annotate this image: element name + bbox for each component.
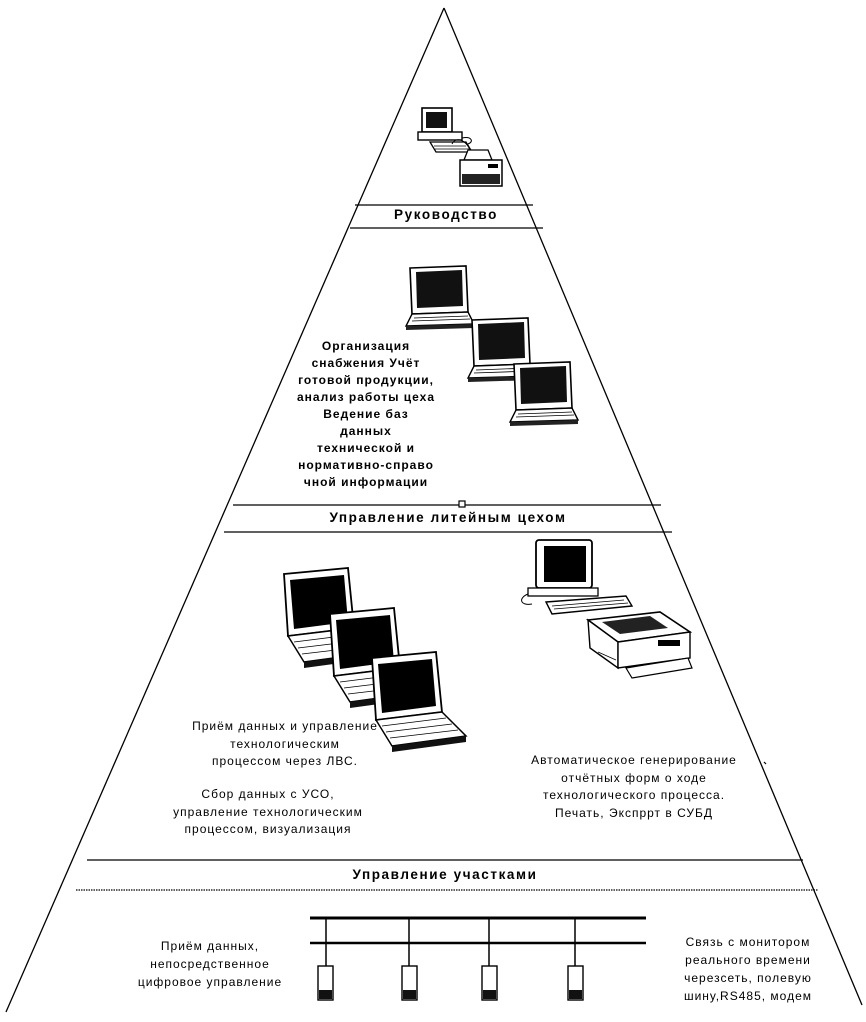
text-line: непосредственное <box>150 957 270 971</box>
text-line: анализ работы цеха <box>296 390 436 404</box>
level3-title: Управление участками <box>352 867 538 882</box>
printer-icon <box>451 139 503 187</box>
text-line: отчётных форм о ходе <box>561 770 707 785</box>
desktop-computer-icon <box>417 107 474 153</box>
network-bus <box>310 916 646 968</box>
pyramid-outline <box>5 7 863 1013</box>
text-line: управление технологическим <box>173 804 363 819</box>
level1-title: Руководство <box>393 207 498 222</box>
text-line: Ведение баз <box>323 407 409 421</box>
text-line: чной информации <box>303 475 429 489</box>
level2-title: Управление литейным цехом <box>329 510 567 525</box>
text-line: реального времени <box>685 953 811 967</box>
text-line: технологическим <box>230 736 340 751</box>
text-line: технологического процесса. <box>542 788 726 802</box>
text-line: Приём данных и управление <box>192 719 378 733</box>
controller-module-icon <box>401 965 418 1001</box>
laptop-icon <box>405 265 475 331</box>
text-line: процессом, визуализация <box>184 822 352 836</box>
level4-left-text: Приём данных, непосредственное цифровое … <box>128 937 292 991</box>
controller-module-icon <box>317 965 334 1001</box>
text-line: Печать, Экспррт в СУБД <box>554 805 713 820</box>
text-line: нормативно-справо <box>298 458 434 472</box>
text-line: цифровое управление <box>137 975 283 989</box>
text-line: шину,RS485, модем <box>683 989 813 1003</box>
text-line: технической и <box>316 441 416 455</box>
controller-module-icon <box>481 965 498 1001</box>
text-line: готовой продукции, <box>298 373 434 387</box>
text-line: снабжения Учёт <box>311 356 421 370</box>
text-line: Связь с монитором <box>685 935 811 949</box>
text-line: процессом через ЛВС. <box>212 754 358 768</box>
desktop-computer-icon <box>521 539 634 615</box>
laser-printer-icon <box>585 611 693 679</box>
text-line: Организация <box>321 339 411 353</box>
text-line: Сбор данных с УСО, <box>201 787 335 801</box>
level3-left-text: Приём данных и управление технологически… <box>170 718 400 771</box>
text-line: Приём данных, <box>160 939 260 953</box>
band-lines <box>76 204 818 891</box>
laptop-icon <box>509 361 579 427</box>
controller-module-icon <box>567 965 584 1001</box>
level4-right-text: Связь с монитором реального времени чере… <box>666 933 830 1005</box>
text-line: Автоматическое генерирование <box>531 753 737 767</box>
junction-marker <box>458 500 466 508</box>
level3-right-text: Автоматическое генерирование отчётных фо… <box>502 752 766 822</box>
level2-description: Организация снабжения Учёт готовой проду… <box>286 338 446 491</box>
level3-left-text-2: Сбор данных с УСО, управление технологич… <box>148 786 388 839</box>
text-line: черезсеть, полевую <box>684 971 812 985</box>
text-line: данных <box>340 424 392 438</box>
